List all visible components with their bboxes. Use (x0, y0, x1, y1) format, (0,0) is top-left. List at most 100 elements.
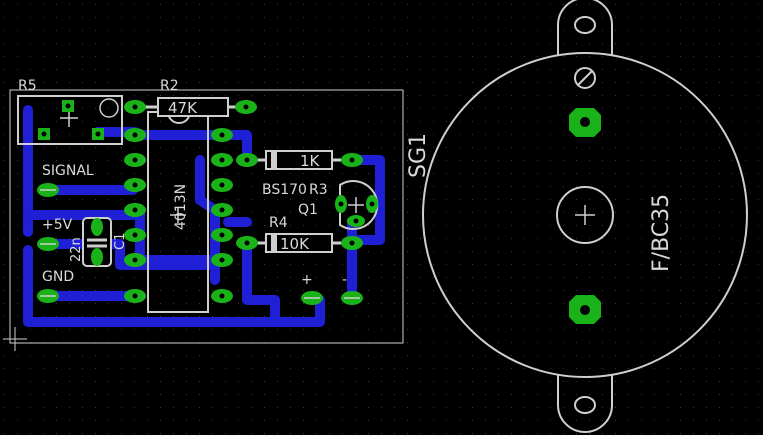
grid-dot (30, 368, 31, 369)
grid-dot (498, 4, 499, 5)
grid-dot (589, 43, 590, 44)
grid-dot (199, 225, 200, 226)
grid-dot (238, 238, 239, 239)
grid-dot (355, 134, 356, 135)
grid-dot (199, 420, 200, 421)
grid-dot (745, 381, 746, 382)
grid-dot (108, 121, 109, 122)
grid-dot (719, 43, 720, 44)
grid-dot (745, 147, 746, 148)
grid-dot (472, 147, 473, 148)
grid-dot (407, 342, 408, 343)
grid-dot (290, 17, 291, 18)
grid-dot (693, 43, 694, 44)
grid-dot (472, 4, 473, 5)
connector-pads[interactable]: SIGNAL +5V GND (37, 163, 94, 303)
grid-dot (264, 225, 265, 226)
grid-dot (667, 160, 668, 161)
grid-dot (485, 420, 486, 421)
grid-dot (303, 329, 304, 330)
r4-resistor[interactable]: R4 10K (236, 215, 363, 253)
grid-dot (719, 264, 720, 265)
grid-dot (667, 303, 668, 304)
grid-dot (368, 147, 369, 148)
r5-trimmer[interactable]: R5 (17, 78, 123, 145)
grid-dot (368, 56, 369, 57)
grid-dot (563, 30, 564, 31)
grid-dot (654, 147, 655, 148)
grid-dot (589, 290, 590, 291)
grid-dot (433, 134, 434, 135)
grid-dot (576, 160, 577, 161)
grid-dot (732, 433, 733, 434)
grid-dot (680, 95, 681, 96)
grid-dot (381, 69, 382, 70)
grid-dot (329, 394, 330, 395)
grid-dot (173, 43, 174, 44)
grid-dot (758, 355, 759, 356)
grid-dot (745, 43, 746, 44)
grid-dot (121, 160, 122, 161)
grid-dot (17, 56, 18, 57)
grid-dot (472, 43, 473, 44)
c1-capacitor[interactable]: 22n C1 (69, 217, 128, 267)
grid-dot (108, 277, 109, 278)
grid-dot (121, 407, 122, 408)
grid-dot (407, 30, 408, 31)
grid-dot (69, 147, 70, 148)
grid-dot (719, 82, 720, 83)
grid-dot (264, 95, 265, 96)
grid-dot (173, 329, 174, 330)
grid-dot (342, 134, 343, 135)
grid-dot (498, 43, 499, 44)
grid-dot (576, 251, 577, 252)
grid-dot (381, 43, 382, 44)
grid-dot (511, 355, 512, 356)
grid-dot (680, 381, 681, 382)
grid-dot (706, 160, 707, 161)
sg1-buzzer[interactable] (422, 0, 748, 433)
grid-dot (303, 147, 304, 148)
grid-dot (329, 56, 330, 57)
buzzer-pads[interactable]: + - (301, 272, 363, 305)
grid-dot (628, 160, 629, 161)
grid-dot (43, 316, 44, 317)
q1-transistor[interactable]: BS170 Q1 (262, 180, 379, 230)
grid-dot (498, 56, 499, 57)
ic-pin-hole (219, 182, 225, 188)
grid-dot (329, 121, 330, 122)
r2-resistor[interactable]: R2 47K (124, 78, 257, 117)
grid-dot (446, 251, 447, 252)
grid-dot (199, 290, 200, 291)
grid-dot (277, 225, 278, 226)
grid-dot (186, 43, 187, 44)
r3-resistor[interactable]: 1K R3 (236, 150, 363, 198)
grid-dot (511, 43, 512, 44)
grid-dot (134, 251, 135, 252)
grid-dot (329, 147, 330, 148)
grid-dot (732, 56, 733, 57)
buzzer-pad-hole-1 (580, 117, 590, 127)
grid-dot (706, 355, 707, 356)
grid-dot (173, 277, 174, 278)
grid-dot (134, 4, 135, 5)
grid-dot (732, 212, 733, 213)
grid-dot (108, 56, 109, 57)
ic-4013n[interactable]: 4013N (124, 111, 233, 313)
grid-dot (4, 43, 5, 44)
grid-dot (329, 407, 330, 408)
grid-dot (316, 134, 317, 135)
grid-dot (745, 95, 746, 96)
grid-dot (745, 264, 746, 265)
grid-dot (433, 108, 434, 109)
grid-dot (511, 238, 512, 239)
grid-dot (251, 95, 252, 96)
grid-dot (680, 238, 681, 239)
grid-dot (212, 82, 213, 83)
grid-dot (407, 173, 408, 174)
grid-dot (472, 290, 473, 291)
grid-dot (563, 186, 564, 187)
grid-dot (498, 238, 499, 239)
grid-dot (602, 420, 603, 421)
grid-dot (693, 30, 694, 31)
